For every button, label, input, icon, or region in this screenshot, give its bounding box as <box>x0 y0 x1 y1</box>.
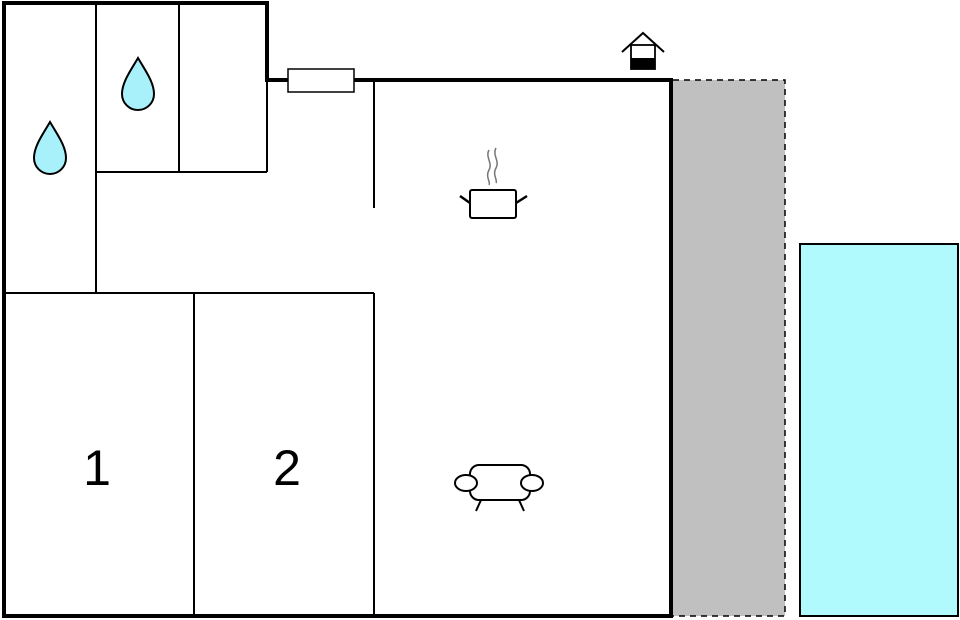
cooking-pot-icon <box>459 147 528 219</box>
water-drop-icon <box>120 56 156 111</box>
water-drop-icon <box>32 120 68 175</box>
interior-walls <box>4 4 375 615</box>
room-label-1: 1 <box>83 440 111 496</box>
armchair-icon <box>454 464 544 512</box>
pool-area <box>799 243 959 617</box>
room-label-2: 2 <box>273 440 301 496</box>
terrace-dashed-border <box>673 79 786 617</box>
terrace-area <box>673 80 785 616</box>
window-icon <box>287 68 355 93</box>
outer-wall <box>2 1 673 618</box>
house-entrance-icon <box>621 31 665 70</box>
